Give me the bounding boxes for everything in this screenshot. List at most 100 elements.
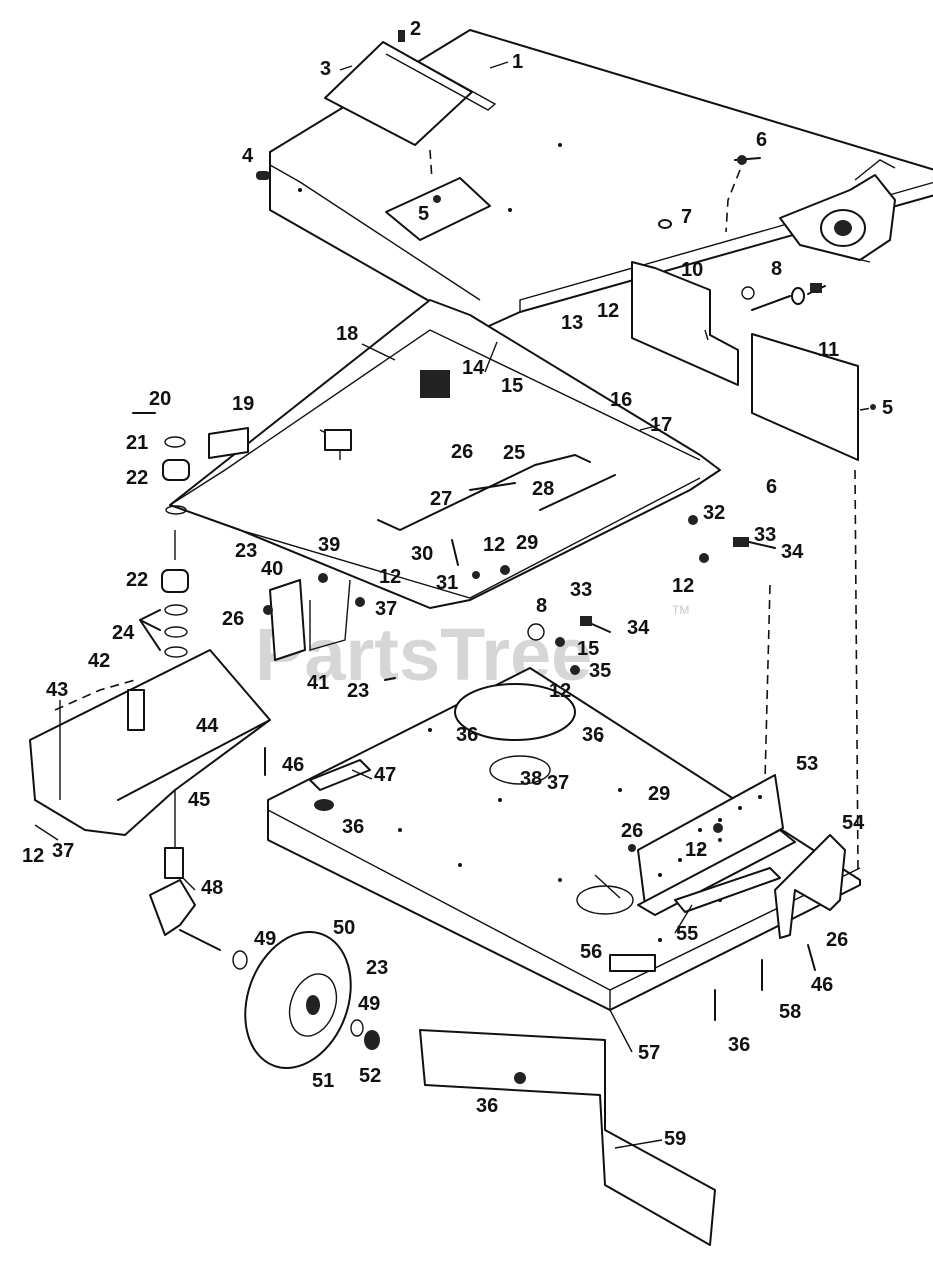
callout-1: 1 [512,51,523,73]
callout-51: 51 [312,1070,334,1092]
bracket-55 [674,867,781,913]
callout-35: 35 [589,660,611,682]
callout-45: 45 [188,789,210,811]
callout-23: 23 [235,540,257,562]
side-plate-53 [628,774,796,916]
bracket-54 [774,834,846,939]
callout-13: 13 [561,312,583,334]
belt-shield-10 [631,261,739,386]
callout-12: 12 [597,300,619,322]
caster-wheel-assembly [149,847,380,1069]
callout-18: 18 [336,323,358,345]
callout-15: 15 [501,375,523,397]
callout-44: 44 [196,715,219,737]
callout-33: 33 [754,524,776,546]
callout-26: 26 [826,929,848,951]
callout-36: 36 [456,724,478,746]
callout-27: 27 [430,488,452,510]
callout-31: 31 [436,572,458,594]
callout-52: 52 [359,1065,381,1087]
callout-4: 4 [242,145,254,167]
callout-56: 56 [580,941,602,963]
deck-frame [169,299,721,609]
callout-12: 12 [685,839,707,861]
callout-42: 42 [88,650,110,672]
callout-49: 49 [254,928,276,950]
callout-49: 49 [358,993,380,1015]
callout-33: 33 [570,579,592,601]
callout-59: 59 [664,1128,686,1150]
callout-37: 37 [547,772,569,794]
decal-19 [208,427,249,459]
callout-54: 54 [842,812,865,834]
callout-28: 28 [532,478,554,500]
callout-37: 37 [375,598,397,620]
callout-10: 10 [681,259,703,281]
callout-23: 23 [366,957,388,979]
callout-37: 37 [52,840,74,862]
callout-29: 29 [516,532,538,554]
baffle-assembly [29,649,271,836]
callout-46: 46 [282,754,304,776]
leader-lines [34,61,709,1149]
callout-6: 6 [756,129,767,151]
callout-39: 39 [318,534,340,556]
callout-24: 24 [112,622,135,644]
belt-shield-11 [751,333,859,461]
callout-20: 20 [149,388,171,410]
callout-19: 19 [232,393,254,415]
callout-6: 6 [766,476,777,498]
callout-36: 36 [582,724,604,746]
callout-16: 16 [610,389,632,411]
callout-8: 8 [536,595,547,617]
callout-34: 34 [781,541,804,563]
callout-50: 50 [333,917,355,939]
callout-29: 29 [648,783,670,805]
deck-housing [267,667,861,1011]
callout-labels: 1 2 3 4 5 5 6 6 7 8 8 10 11 12 12 12 12 … [22,18,893,1150]
callout-5: 5 [418,203,429,225]
dashed-guide-center [764,584,771,781]
bracket-assembly [263,573,396,681]
pulley-bolt-8-top [741,283,826,311]
callout-12: 12 [379,566,401,588]
dashed-guide-right [854,469,859,871]
callout-5: 5 [882,397,893,419]
engine-pulley-assembly [779,159,896,263]
callout-23: 23 [347,680,369,702]
callout-47: 47 [374,764,396,786]
callout-7: 7 [681,206,692,228]
height-adjust-linkage [377,454,616,579]
callout-22: 22 [126,467,148,489]
callout-43: 43 [46,679,68,701]
callout-12: 12 [22,845,44,867]
callout-30: 30 [411,543,433,565]
callout-36: 36 [342,816,364,838]
callout-2: 2 [410,18,421,40]
access-plate [324,30,497,181]
callout-48: 48 [201,877,223,899]
callout-12: 12 [483,534,505,556]
callout-8: 8 [771,258,782,280]
callout-12: 12 [549,680,571,702]
callout-11: 11 [818,339,839,361]
callout-21: 21 [126,432,148,454]
right-side-hardware [527,515,776,675]
callout-32: 32 [703,502,725,524]
callout-12: 12 [672,575,694,597]
latch-6-top [725,155,761,233]
callout-55: 55 [676,923,698,945]
callout-22: 22 [126,569,148,591]
callout-53: 53 [796,753,818,775]
shield-strip-59 [419,1029,716,1246]
callout-17: 17 [650,414,672,436]
callout-36: 36 [476,1095,498,1117]
callout-26: 26 [451,441,473,463]
callout-38: 38 [520,768,542,790]
callout-58: 58 [779,1001,801,1023]
callout-41: 41 [307,672,329,694]
callout-15: 15 [577,638,599,660]
callout-57: 57 [638,1042,660,1064]
bolt-46-right [807,944,816,971]
